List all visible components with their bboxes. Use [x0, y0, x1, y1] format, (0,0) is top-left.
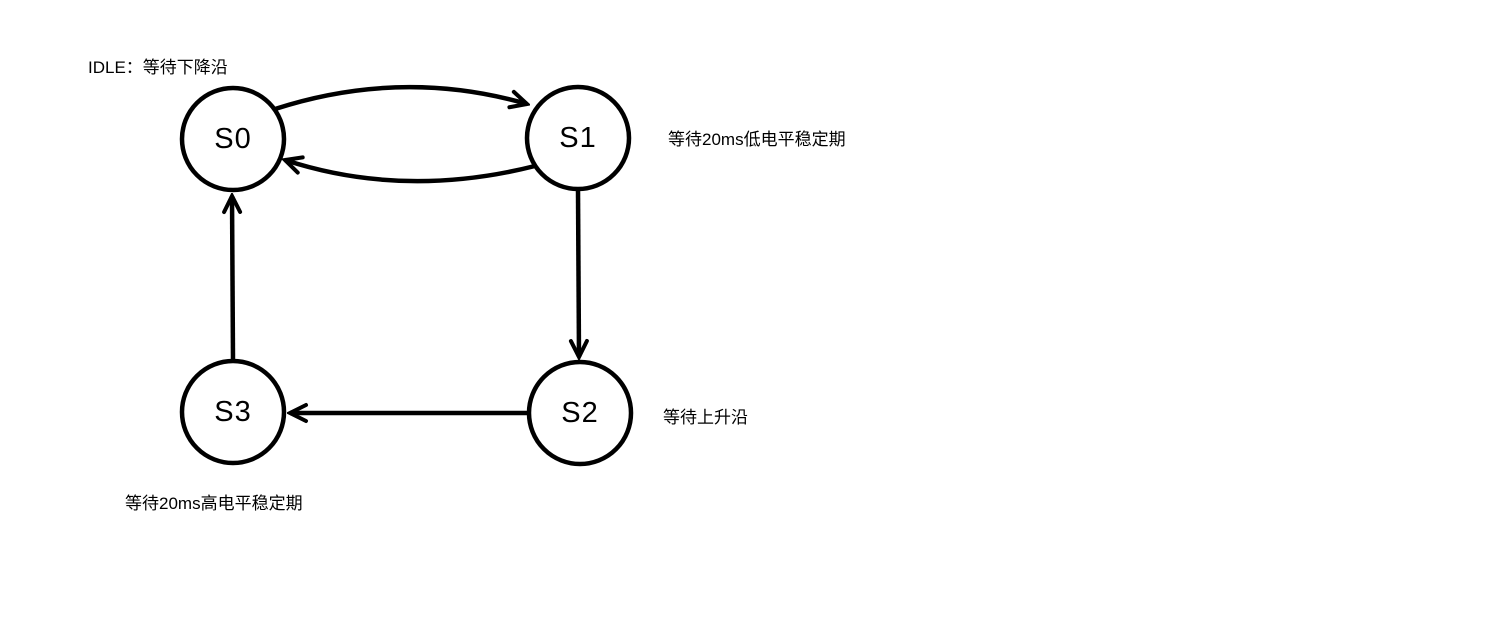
state-label-s2: S2: [561, 397, 599, 429]
state-circle-s2: [526, 359, 634, 467]
s1-wait-low-note: 等待20ms低电平稳定期: [668, 130, 846, 149]
state-circle-s1: [524, 84, 632, 192]
s2-wait-rising-edge-note: 等待上升沿: [663, 408, 748, 427]
edge-s1-to-s2: [578, 189, 579, 357]
state-circle-s3: [179, 358, 287, 466]
state-circle-s0: [179, 85, 287, 193]
state-label-s0: S0: [214, 123, 252, 155]
state-label-s3: S3: [214, 396, 252, 428]
state-label-s1: S1: [559, 122, 597, 154]
edge-s1-to-s0: [285, 160, 536, 184]
s3-wait-high-note: 等待20ms高电平稳定期: [125, 494, 303, 513]
idle-state-note: IDLE：等待下降沿: [88, 58, 228, 77]
edge-s0-to-s1: [274, 84, 527, 112]
edge-s3-to-s0: [232, 196, 233, 361]
